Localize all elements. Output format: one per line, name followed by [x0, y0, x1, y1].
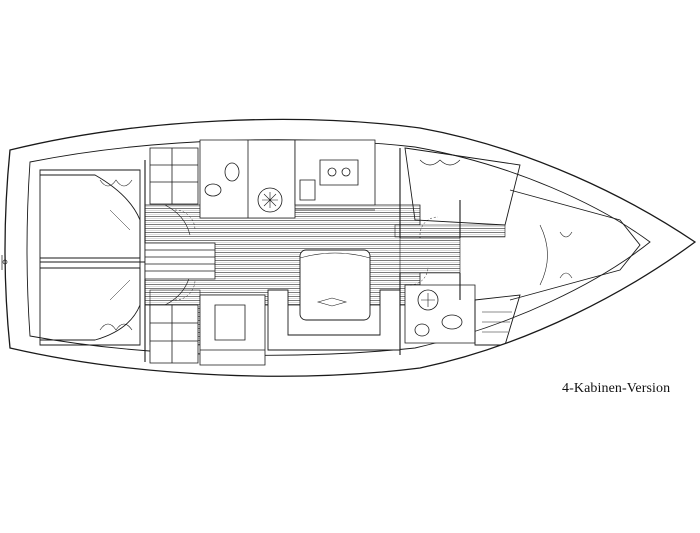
companionway-steps [145, 243, 215, 279]
aft-head [200, 140, 295, 218]
aft-lockers [150, 148, 198, 363]
stern-marker [2, 255, 7, 270]
door-swings [175, 210, 438, 300]
bulkheads [145, 148, 460, 362]
forward-head [405, 285, 475, 343]
layout-caption: 4-Kabinen-Version [562, 381, 671, 396]
galley [295, 140, 375, 210]
nav-station [200, 295, 265, 365]
saloon-table [268, 250, 400, 350]
